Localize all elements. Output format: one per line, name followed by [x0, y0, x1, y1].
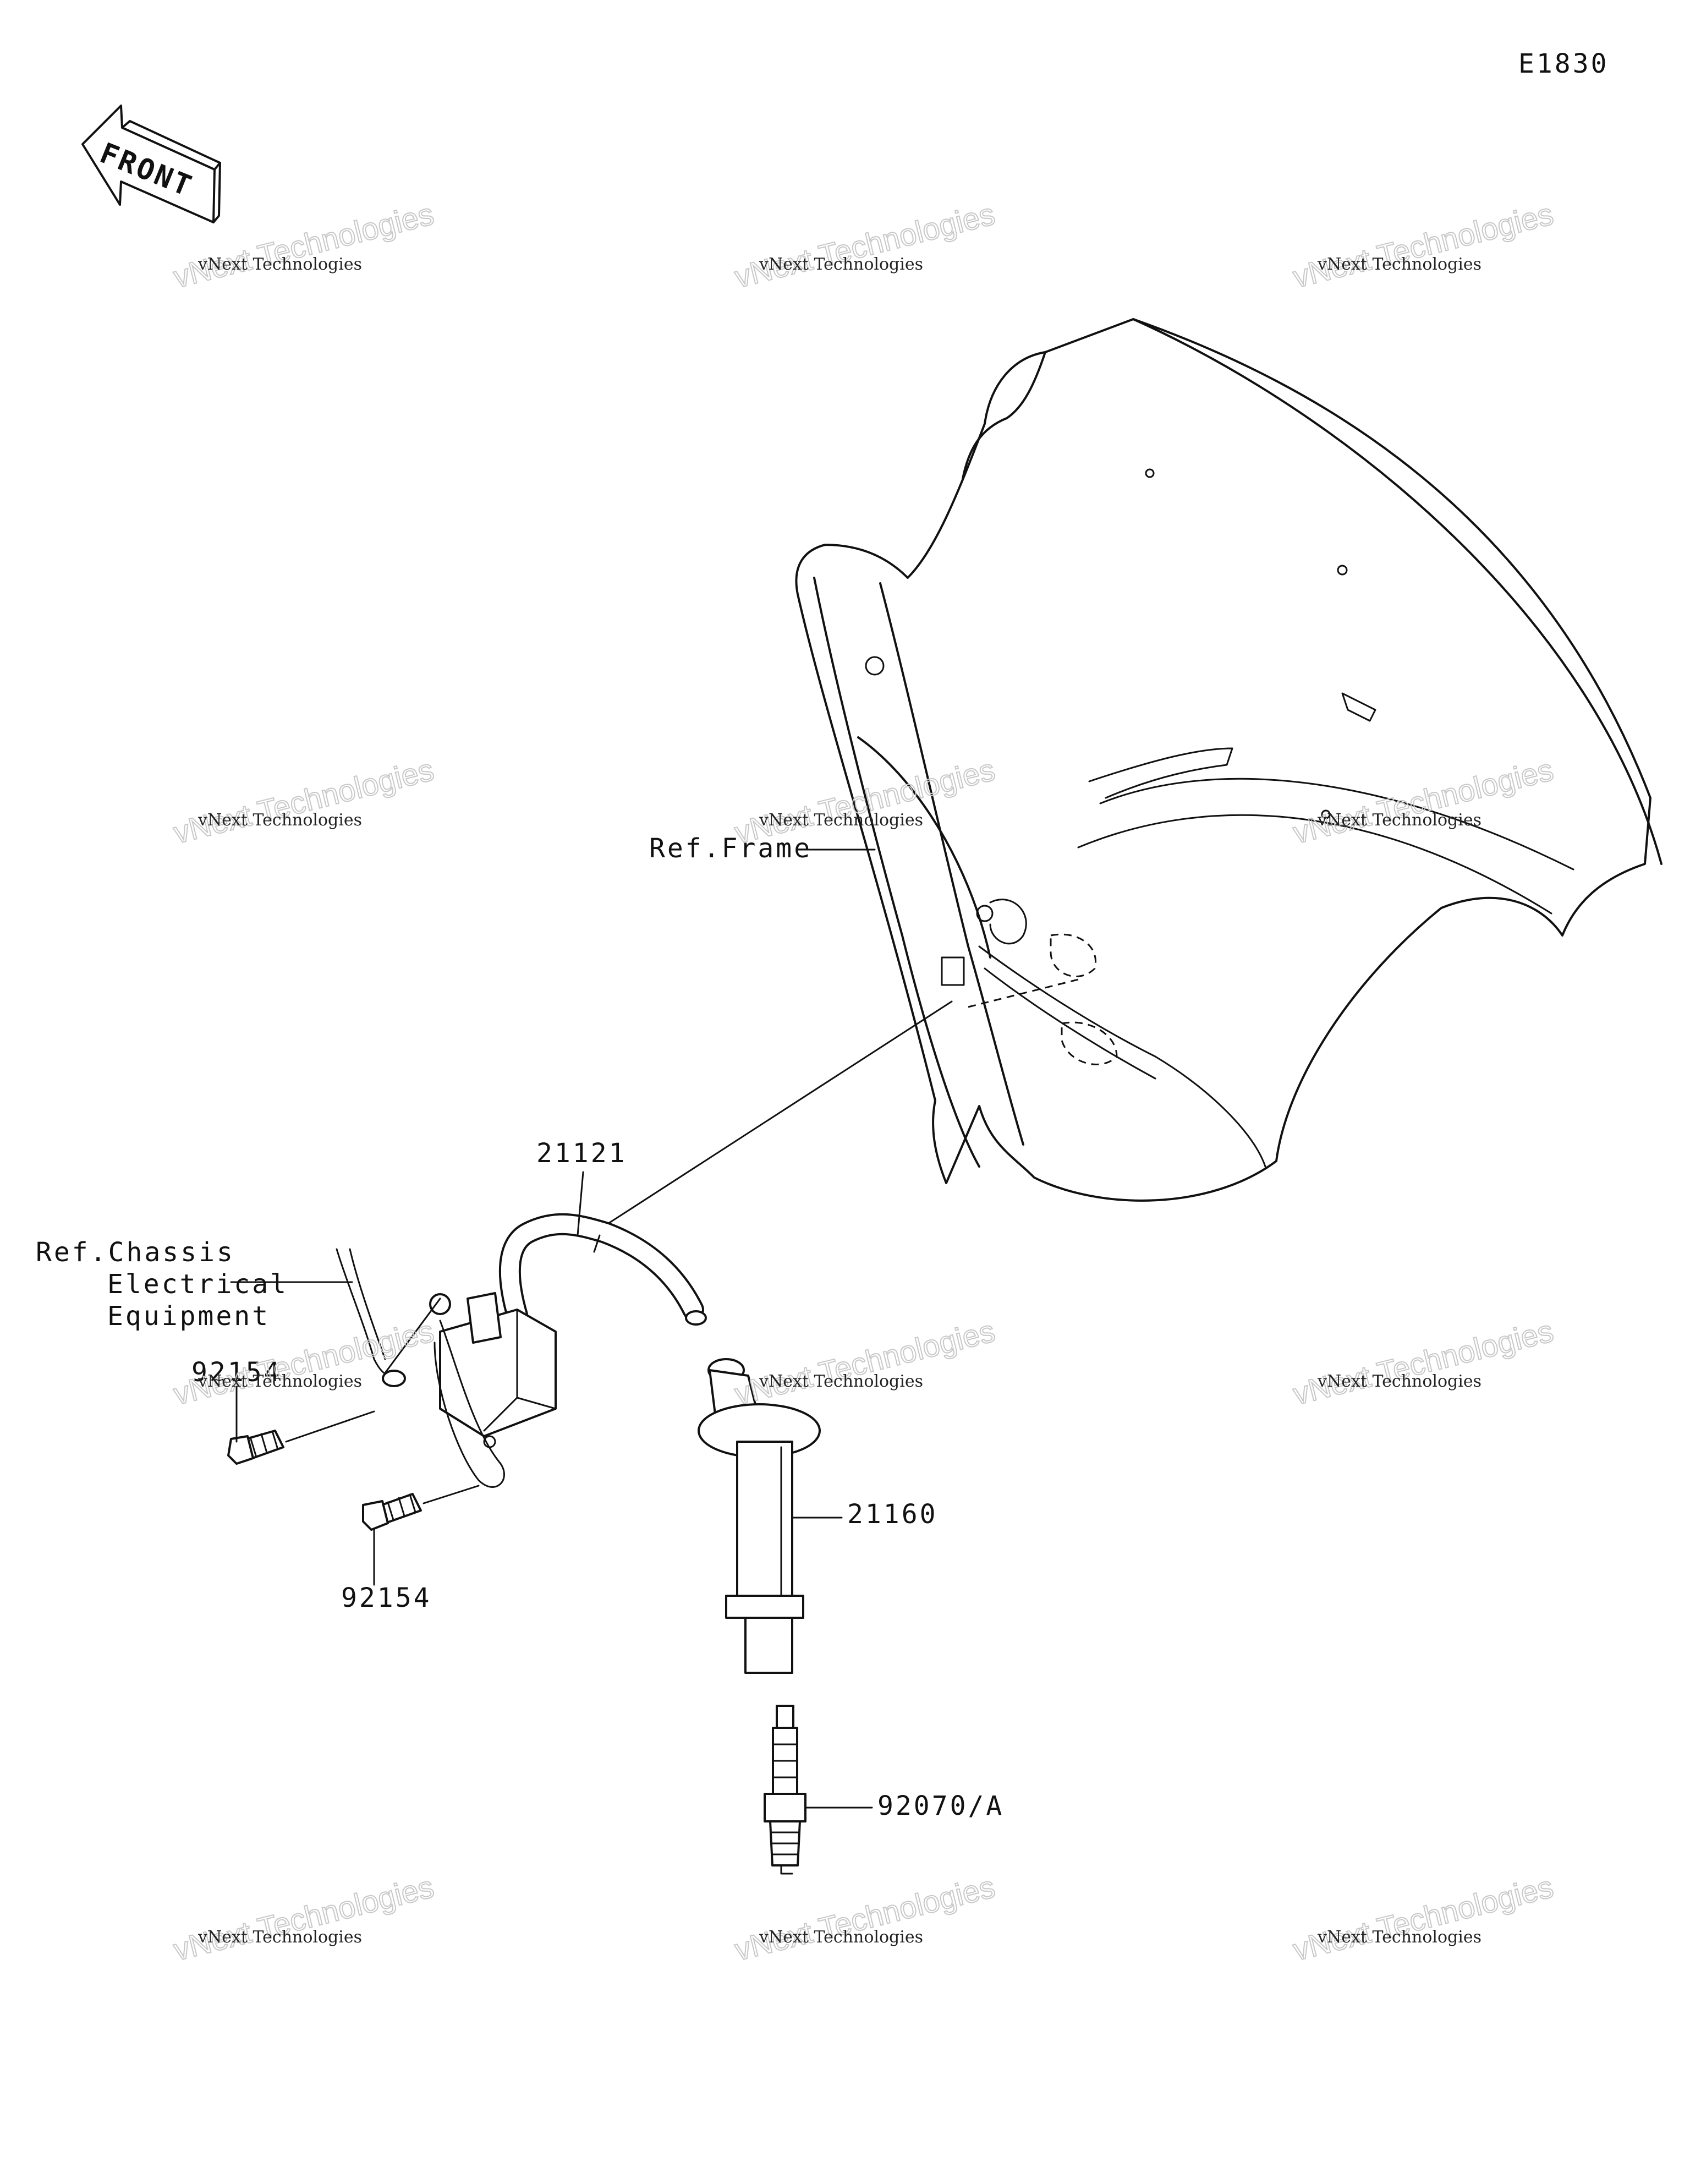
svg-text:vNext Technologies: vNext Technologies — [759, 811, 923, 830]
ignition-coil — [429, 1213, 707, 1488]
svg-text:vNext Technologies: vNext Technologies — [1290, 1869, 1556, 1967]
svg-text:vNext Technologies: vNext Technologies — [197, 255, 362, 274]
plug-cap — [698, 1358, 821, 1674]
ref-chassis-label-3: Equipment — [107, 1301, 270, 1332]
svg-text:vNext Technologies: vNext Technologies — [170, 1869, 437, 1967]
part-92154-upper-label: 92154 — [191, 1357, 282, 1388]
part-92154-lower-label: 92154 — [341, 1583, 432, 1613]
part-21121-label: 21121 — [536, 1138, 627, 1169]
part-21160-label: 21160 — [847, 1499, 938, 1530]
ref-frame-label: Ref.Frame — [649, 833, 812, 864]
svg-text:vNext Technologies: vNext Technologies — [197, 1928, 362, 1947]
svg-text:vNext Technologies: vNext Technologies — [731, 752, 998, 850]
svg-text:vNext Technologies: vNext Technologies — [1290, 752, 1556, 850]
part-92070a-label: 92070/A — [877, 1791, 1004, 1821]
bolt-92154-lower — [362, 1485, 480, 1531]
svg-text:vNext Technologies: vNext Technologies — [731, 1869, 998, 1967]
svg-text:vNext Technologies: vNext Technologies — [731, 196, 998, 294]
svg-text:vNext Technologies: vNext Technologies — [759, 1372, 923, 1391]
spark-plug — [764, 1705, 806, 1875]
bolt-92154-upper — [227, 1410, 375, 1465]
svg-text:vNext Technologies: vNext Technologies — [1290, 1313, 1556, 1411]
svg-text:vNext Technologies: vNext Technologies — [1317, 255, 1482, 274]
svg-text:vNext Technologies: vNext Technologies — [1317, 1928, 1482, 1947]
svg-text:vNext Technologies: vNext Technologies — [197, 811, 362, 830]
svg-text:vNext Technologies: vNext Technologies — [731, 1313, 998, 1411]
svg-text:vNext Technologies: vNext Technologies — [1317, 1372, 1482, 1391]
diagram-code: E1830 — [1518, 48, 1609, 79]
frame-outline — [795, 318, 1662, 1202]
svg-text:vNext Technologies: vNext Technologies — [1290, 196, 1556, 294]
svg-text:vNext Technologies: vNext Technologies — [1317, 811, 1482, 830]
svg-text:vNext Technologies: vNext Technologies — [759, 1928, 923, 1947]
ref-chassis-label-2: Electrical — [107, 1269, 288, 1300]
front-arrow-icon: FRONT — [81, 105, 221, 223]
ref-chassis-label-1: Ref.Chassis — [36, 1237, 235, 1268]
ground-wire — [336, 1248, 441, 1387]
svg-text:vNext Technologies: vNext Technologies — [197, 1372, 362, 1391]
svg-text:vNext Technologies: vNext Technologies — [170, 752, 437, 850]
svg-text:vNext Technologies: vNext Technologies — [759, 255, 923, 274]
